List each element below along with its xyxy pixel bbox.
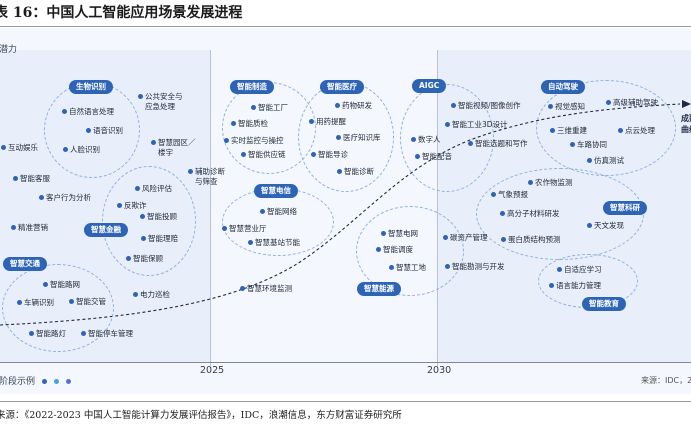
item-smart-road-network: 智能路网 <box>43 280 80 289</box>
item-advanced-driving: 高级辅助驾驶 <box>606 98 658 107</box>
footer-divider <box>0 401 691 402</box>
page-title: 表 16：中国人工智能应用场景发展进程 <box>0 5 243 21</box>
item-vehicle-recognition: 车辆识别 <box>17 298 54 307</box>
item-medical-kb: 医疗知识库 <box>336 133 381 142</box>
item-smart-industrial-3d: 智能工业3D设计 <box>445 120 508 129</box>
item-interactive-entertainment: 互动娱乐 <box>1 143 38 152</box>
item-drug-research: 药物研发 <box>335 101 372 110</box>
x-axis <box>0 362 691 363</box>
tag-education: 智能教育 <box>582 297 626 311</box>
item-smart-guidance: 智能导诊 <box>311 150 348 159</box>
item-aux-diagnosis: 辅助诊断 <box>188 167 225 176</box>
item-power-inspection: 电力巡检 <box>133 290 170 299</box>
item-smart-business-hall: 智慧营业厅 <box>222 224 267 233</box>
curve-end-label-1: 成熟 <box>681 114 691 123</box>
item-face-recognition: 人脸识别 <box>63 145 100 154</box>
item-vehicle-road: 车路协同 <box>570 140 607 149</box>
item-smart-quality: 智能质检 <box>231 119 268 128</box>
item-smart-dispatch: 智能调度 <box>376 245 413 254</box>
divider-2030 <box>437 50 438 366</box>
source-note: 来源：《2022-2023 中国人工智能计算力发展评估报告》，IDC，浪潮信息，… <box>0 410 402 421</box>
maturity-curve-path <box>0 103 681 326</box>
item-smart-factory: 智能工厂 <box>251 103 288 112</box>
tag-healthcare: 智能医疗 <box>320 80 364 94</box>
curve-arrowhead <box>682 100 691 108</box>
phase-legend: 阶段示例 <box>0 374 71 387</box>
item-nlp: 自然语言处理 <box>62 107 114 116</box>
item-smart-investment: 智能投顾 <box>140 212 177 221</box>
item-smart-streetlight: 智能路灯 <box>29 329 66 338</box>
tag-scientific-research: 智慧科研 <box>603 201 647 215</box>
phase-legend-label: 阶段示例 <box>0 377 36 387</box>
tag-transport: 智慧交通 <box>3 257 47 271</box>
tag-energy: 智慧能源 <box>357 282 401 296</box>
cluster-aigc <box>400 84 494 192</box>
item-drug-reminder: 用药提醒 <box>309 117 346 126</box>
phase-dot-2 <box>53 379 59 384</box>
cluster-finance <box>102 166 196 276</box>
item-smart-site: 智慧工地 <box>389 263 426 272</box>
item-smart-grid: 智慧电网 <box>381 229 418 238</box>
tag-biometrics: 生物识别 <box>69 80 113 94</box>
item-smart-insurance: 智能保顾 <box>126 254 163 263</box>
divider-2025 <box>210 50 211 366</box>
item-realtime-monitoring: 实时监控与操控 <box>224 136 284 145</box>
cluster-transport <box>2 264 114 352</box>
item-smart-customer-service: 智能客服 <box>13 174 50 183</box>
item-smart-env-monitoring: 智慧环境监测 <box>240 284 292 293</box>
item-precision-marketing: 精准营销 <box>11 223 48 232</box>
item-customer-behavior: 客户行为分析 <box>39 193 91 202</box>
x-tick-2030: 2030 <box>427 365 452 376</box>
item-anti-fraud: 反欺诈 <box>117 201 147 210</box>
phase-dot-1 <box>41 379 47 384</box>
item-crop-monitoring: 农作物监测 <box>528 178 573 187</box>
tag-telecom: 智慧电信 <box>254 184 298 198</box>
title-divider <box>0 26 691 27</box>
item-aux-diagnosis-line2: 与筛查 <box>195 177 218 186</box>
item-smart-dubbing: 智能配音 <box>415 152 452 161</box>
item-polymer-research: 高分子材料研发 <box>500 209 560 218</box>
item-digital-human: 数字人 <box>411 135 441 144</box>
phase-dot-3 <box>65 379 71 384</box>
item-carbon-asset: 碳资产管理 <box>443 233 488 242</box>
item-smart-claims: 智能理赔 <box>141 234 178 243</box>
item-simulation-test: 仿真测试 <box>587 156 624 165</box>
item-protein-prediction: 蛋白质结构预测 <box>501 235 561 244</box>
item-smart-campus-line2: 楼宇 <box>158 148 173 157</box>
y-axis-label: 潜力 <box>0 45 18 55</box>
item-astronomy: 天文发现 <box>587 221 624 230</box>
item-visual-perception: 视觉感知 <box>548 102 585 111</box>
source-note-inner: 来源：IDC，2 <box>641 376 691 385</box>
item-3d-reconstruction: 三维重建 <box>550 126 587 135</box>
cluster-energy <box>356 206 464 296</box>
item-smart-supply-chain: 智能供应链 <box>241 150 286 159</box>
item-point-cloud: 点云处理 <box>618 126 655 135</box>
item-smart-diagnosis: 智能诊断 <box>337 167 374 176</box>
x-tick-2025: 2025 <box>200 365 225 376</box>
curve-end-label-2: 曲线 <box>681 125 691 134</box>
item-public-safety-line2: 应急处理 <box>145 102 175 111</box>
item-adaptive-learning: 自适应学习 <box>557 265 602 274</box>
item-smart-campus: 智慧园区／ <box>151 138 196 147</box>
item-risk-assessment: 风险评估 <box>135 184 172 193</box>
item-smart-video-image: 智能视频/图像创作 <box>451 101 521 110</box>
item-speech-recognition: 语音识别 <box>86 126 123 135</box>
tag-autonomous-driving: 自动驾驶 <box>541 80 585 94</box>
item-smart-base-station: 智慧基站节能 <box>248 238 300 247</box>
item-smart-traffic: 智能交管 <box>69 297 106 306</box>
item-smart-parking: 智能停车管理 <box>81 329 133 338</box>
tag-finance: 智慧金融 <box>84 223 128 237</box>
item-language-ability: 语言能力管理 <box>549 281 601 290</box>
tag-aigc: AIGC <box>412 79 447 93</box>
tag-manufacturing: 智能制造 <box>230 80 274 94</box>
cluster-biometrics <box>44 82 140 178</box>
item-weather-forecast: 气象预报 <box>491 190 528 199</box>
item-smart-network: 智能网络 <box>260 207 297 216</box>
item-public-safety: 公共安全与 <box>138 92 183 101</box>
item-smart-exploration: 智能勘测与开发 <box>445 262 505 271</box>
item-smart-topic: 智能选题和写作 <box>468 139 528 148</box>
